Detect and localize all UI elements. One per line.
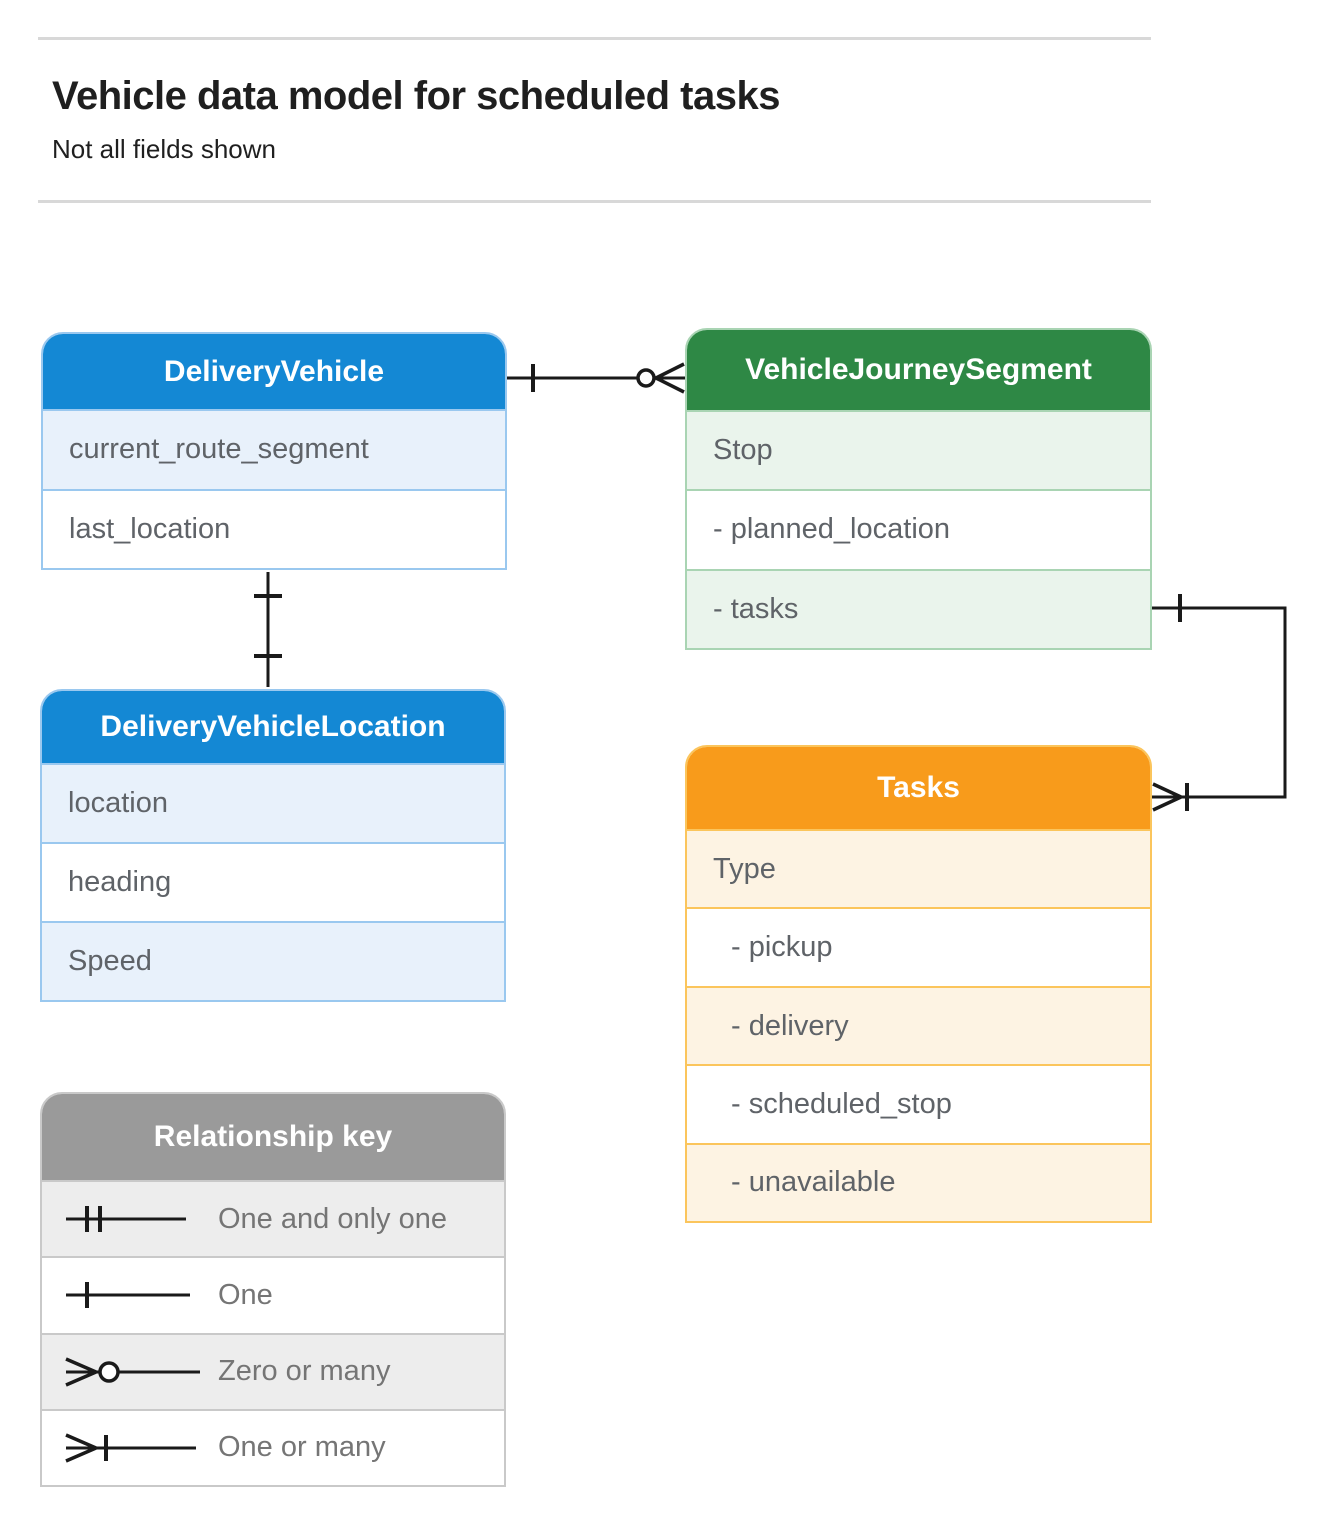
relationship-key-title: Relationship key — [153, 1120, 393, 1153]
entity-title: VehicleJourneySegment — [745, 353, 1092, 386]
key-item-one-or-many: One or many — [42, 1408, 504, 1485]
header-divider — [38, 200, 1151, 203]
entity-title: DeliveryVehicleLocation — [100, 710, 446, 743]
field-label: - planned_location — [713, 513, 951, 546]
entity-title: DeliveryVehicle — [163, 354, 385, 388]
key-item-label: One or many — [218, 1431, 386, 1464]
field-speed: Speed — [42, 921, 504, 1000]
field-label: Type — [713, 852, 776, 885]
key-item-label: One and only one — [218, 1202, 447, 1235]
field-location: location — [42, 763, 504, 842]
field-pickup: - pickup — [687, 907, 1150, 986]
field-planned-location: - planned_location — [687, 489, 1150, 569]
key-item-zero-or-many: Zero or many — [42, 1332, 504, 1409]
relationship-key-header: Relationship key — [42, 1094, 504, 1180]
field-stop: Stop — [687, 410, 1150, 490]
entity-header-tasks: Tasks — [687, 747, 1150, 829]
field-scheduled-stop: - scheduled_stop — [687, 1064, 1150, 1143]
field-label: last_location — [69, 512, 231, 545]
field-label: current_route_segment — [69, 433, 369, 466]
field-tasks: - tasks — [687, 568, 1150, 648]
page-subtitle: Not all fields shown — [52, 134, 276, 164]
entity-tasks: Tasks Type - pickup - delivery - schedul… — [685, 745, 1152, 1223]
field-last-location: last_location — [43, 488, 505, 568]
connector-deliveryvehicle-deliveryvehiclelocation — [254, 572, 282, 687]
one-icon — [66, 1282, 190, 1309]
field-label: - unavailable — [731, 1166, 896, 1199]
field-label: Speed — [68, 945, 152, 977]
entity-delivery-vehicle-location: DeliveryVehicleLocation location heading… — [40, 689, 506, 1002]
field-label: location — [68, 787, 168, 819]
key-item-one-and-only-one: One and only one — [42, 1180, 504, 1257]
entity-vehicle-journey-segment: VehicleJourneySegment Stop - planned_loc… — [685, 328, 1152, 650]
one-or-many-icon — [65, 1433, 196, 1463]
field-unavailable: - unavailable — [687, 1142, 1150, 1221]
key-item-one: One — [42, 1256, 504, 1333]
field-type: Type — [687, 829, 1150, 908]
relationship-key: Relationship key One and only one One Ze… — [40, 1092, 506, 1487]
field-label: - delivery — [731, 1009, 849, 1042]
top-divider — [38, 37, 1151, 40]
field-label: - pickup — [731, 931, 833, 964]
entity-header-delivery-vehicle-location: DeliveryVehicleLocation — [42, 691, 504, 763]
entity-header-delivery-vehicle: DeliveryVehicle — [43, 334, 505, 409]
connector-vehiclejourneysegment-tasks — [1152, 594, 1287, 812]
field-current-route-segment: current_route_segment — [43, 409, 505, 489]
field-label: Stop — [713, 434, 773, 467]
field-label: - scheduled_stop — [731, 1087, 952, 1120]
zero-or-many-icon — [65, 1357, 200, 1387]
entity-title: Tasks — [877, 771, 960, 804]
field-delivery: - delivery — [687, 985, 1150, 1065]
connector-deliveryvehicle-vehiclejourneysegment — [507, 362, 685, 394]
field-label: heading — [68, 866, 172, 898]
one-and-only-one-icon — [66, 1206, 186, 1233]
key-item-label: One — [218, 1278, 273, 1311]
entity-header-vehicle-journey-segment: VehicleJourneySegment — [687, 330, 1150, 410]
key-item-label: Zero or many — [218, 1355, 391, 1388]
field-heading: heading — [42, 842, 504, 921]
entity-delivery-vehicle: DeliveryVehicle current_route_segment la… — [41, 332, 507, 570]
field-label: - tasks — [713, 592, 799, 625]
page-title: Vehicle data model for scheduled tasks — [52, 74, 780, 118]
